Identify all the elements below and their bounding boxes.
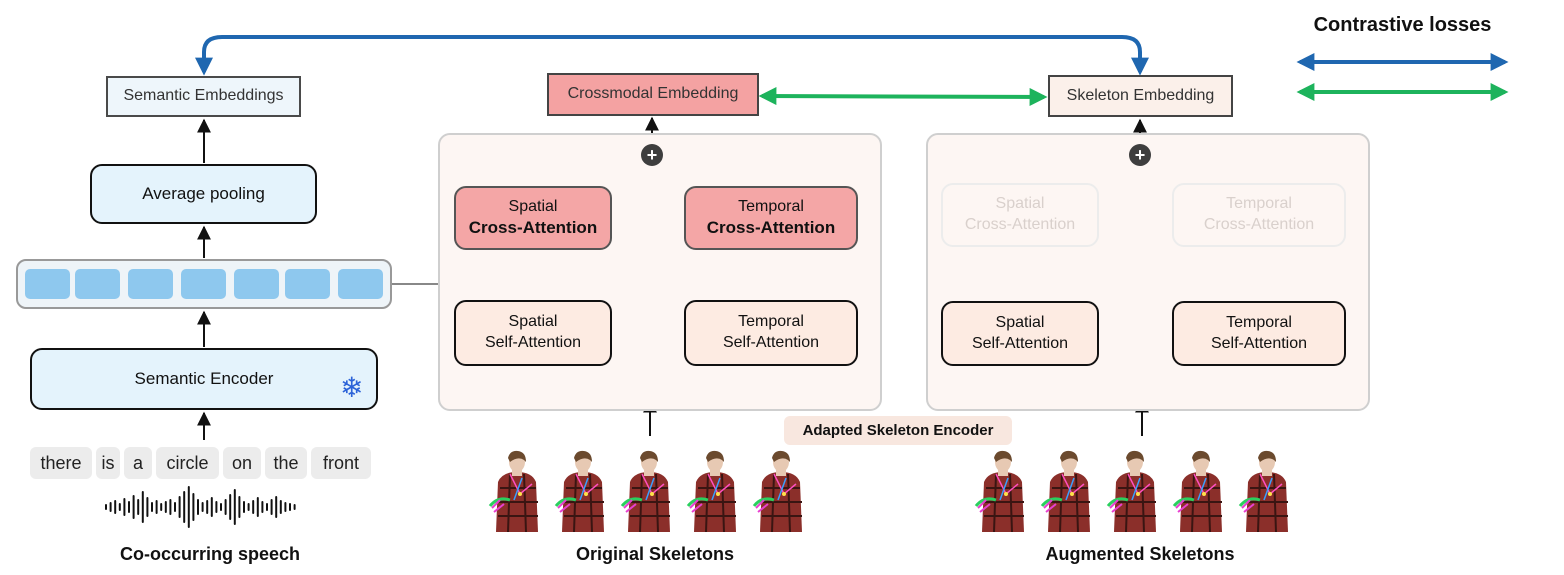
block-line2: Self-Attention bbox=[484, 334, 582, 351]
plus-icon: + bbox=[641, 144, 663, 166]
token-embedding bbox=[128, 269, 173, 299]
token-embedding bbox=[234, 269, 279, 299]
green-contrastive-arrow bbox=[758, 87, 1048, 106]
snowflake-icon: ❄ bbox=[340, 372, 364, 403]
temporal-cross-attention-block: Temporal Cross-Attention bbox=[684, 186, 858, 250]
caption-augmented-skeletons: Augmented Skeletons bbox=[1045, 544, 1235, 564]
legend-title: Contrastive losses bbox=[1313, 14, 1492, 36]
semantic-encoder-box: Semantic Encoder bbox=[30, 348, 378, 410]
block-line2: Self-Attention bbox=[722, 334, 820, 351]
waveform-icon bbox=[105, 486, 296, 528]
block-line2: Cross-Attention bbox=[964, 216, 1076, 233]
skeleton-frame-image bbox=[616, 448, 678, 533]
skeleton-frame-image bbox=[1168, 448, 1230, 533]
average-pooling-box: Average pooling bbox=[90, 164, 317, 224]
plus-icon: + bbox=[1129, 144, 1151, 166]
skeleton-frame-image bbox=[550, 448, 612, 533]
spatial-self-attention-block: Spatial Self-Attention bbox=[941, 301, 1099, 366]
token-embedding bbox=[75, 269, 120, 299]
speech-token: is bbox=[96, 447, 120, 479]
temporal-self-attention-block: Temporal Self-Attention bbox=[1172, 301, 1346, 366]
temporal-self-attention-block: Temporal Self-Attention bbox=[684, 300, 858, 366]
skeleton-frame-image bbox=[1234, 448, 1296, 533]
block-line1: Spatial bbox=[508, 313, 558, 331]
speech-token: the bbox=[265, 447, 307, 479]
block-line2: Cross-Attention bbox=[1203, 216, 1315, 233]
block-line1: Spatial bbox=[995, 313, 1045, 331]
caption-co-occurring-speech: Co-occurring speech bbox=[119, 544, 301, 564]
block-line1: Temporal bbox=[1226, 313, 1292, 331]
block-line1: Spatial bbox=[995, 195, 1045, 213]
semantic-embeddings-box: Semantic Embeddings bbox=[106, 76, 301, 117]
token-embedding bbox=[181, 269, 226, 299]
block-line2: Self-Attention bbox=[971, 334, 1069, 352]
block-line2: Cross-Attention bbox=[468, 218, 598, 238]
block-line1: Spatial bbox=[508, 197, 558, 215]
caption-original-skeletons: Original Skeletons bbox=[575, 544, 735, 564]
block-line1: Temporal bbox=[1226, 195, 1292, 213]
skeleton-frame-image bbox=[970, 448, 1032, 533]
spatial-cross-attention-block-faded: Spatial Cross-Attention bbox=[941, 183, 1099, 247]
token-embedding bbox=[338, 269, 383, 299]
token-embedding-strip bbox=[16, 259, 392, 309]
spatial-cross-attention-block: Spatial Cross-Attention bbox=[454, 186, 612, 250]
speech-token: front bbox=[311, 447, 371, 479]
block-line1: Temporal bbox=[738, 197, 804, 215]
crossmodal-embedding-box: Crossmodal Embedding bbox=[547, 73, 759, 116]
token-embedding bbox=[25, 269, 70, 299]
block-line2: Cross-Attention bbox=[706, 218, 836, 238]
skeleton-frame-image bbox=[682, 448, 744, 533]
skeleton-frame-image bbox=[484, 448, 546, 533]
adapted-encoder-panel-original bbox=[438, 133, 882, 411]
speech-token: there bbox=[30, 447, 92, 479]
adapted-skeleton-encoder-label: Adapted Skeleton Encoder bbox=[784, 416, 1012, 445]
blue-contrastive-loop bbox=[195, 35, 1149, 76]
adapted-encoder-panel-augmented bbox=[926, 133, 1370, 411]
speech-token: circle bbox=[156, 447, 219, 479]
skeleton-embedding-box: Skeleton Embedding bbox=[1048, 75, 1233, 117]
skeleton-frame-image bbox=[748, 448, 810, 533]
block-line1: Temporal bbox=[738, 313, 804, 331]
speech-token: on bbox=[223, 447, 261, 479]
speech-token: a bbox=[124, 447, 152, 479]
temporal-cross-attention-block-faded: Temporal Cross-Attention bbox=[1172, 183, 1346, 247]
spatial-self-attention-block: Spatial Self-Attention bbox=[454, 300, 612, 366]
skeleton-frame-image bbox=[1036, 448, 1098, 533]
skeleton-frame-image bbox=[1102, 448, 1164, 533]
token-embedding bbox=[285, 269, 330, 299]
block-line2: Self-Attention bbox=[1210, 334, 1308, 352]
